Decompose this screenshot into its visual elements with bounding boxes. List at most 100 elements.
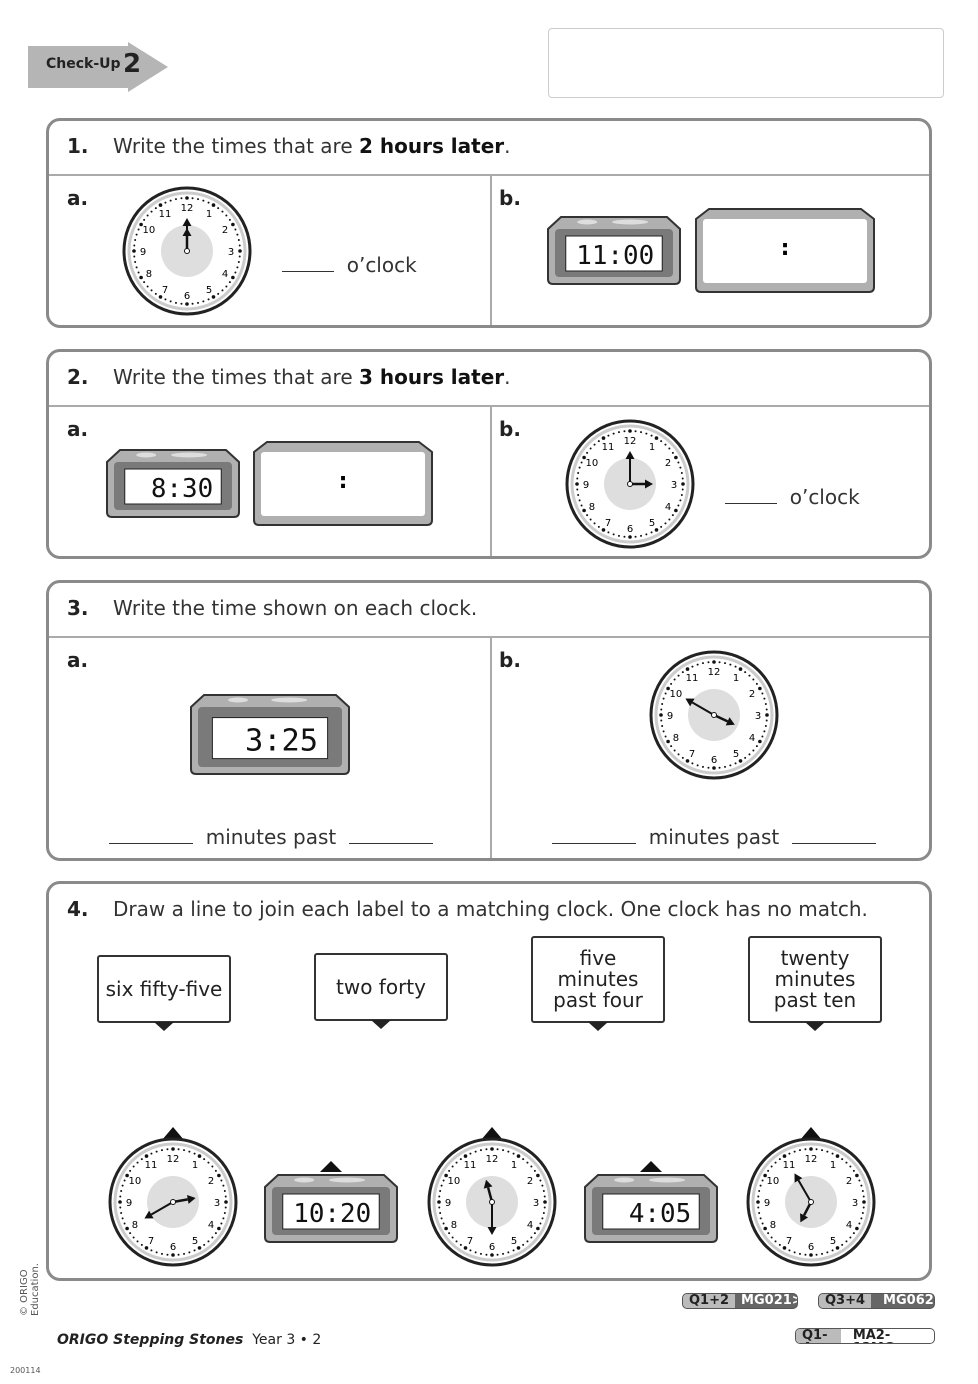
svg-text:6: 6 <box>170 1242 176 1253</box>
answer-digital-box[interactable]: : <box>253 440 433 526</box>
part-a-label: a. <box>67 648 89 672</box>
answer-oclock: o’clock <box>282 253 417 277</box>
svg-text:4: 4 <box>527 1220 533 1231</box>
digital-clock: 3:25 <box>190 693 350 775</box>
print-code: 200114 <box>10 1366 41 1375</box>
svg-text:8: 8 <box>451 1220 457 1231</box>
svg-text:11: 11 <box>159 209 172 220</box>
part-a-label: a. <box>67 417 89 441</box>
svg-text:3: 3 <box>671 480 677 491</box>
svg-text:5: 5 <box>733 749 739 760</box>
curriculum-pill: Q1-4MA2-13MG <box>795 1328 935 1344</box>
svg-text:11: 11 <box>686 673 699 684</box>
svg-text:11: 11 <box>464 1160 477 1171</box>
answer-blank-minutes[interactable] <box>109 843 193 844</box>
footer-brand: ORIGO Stepping Stones Year 3 • 2 <box>57 1332 322 1348</box>
svg-text:1: 1 <box>733 673 739 684</box>
svg-text:7: 7 <box>689 749 695 760</box>
digital-clock-option[interactable]: 4:05 <box>584 1161 718 1243</box>
part-a-label: a. <box>67 186 89 210</box>
svg-text:5: 5 <box>192 1236 198 1247</box>
svg-text:6: 6 <box>184 291 190 302</box>
answer-oclock: o’clock <box>725 485 860 509</box>
svg-text:9: 9 <box>764 1198 770 1209</box>
svg-text:11: 11 <box>145 1160 158 1171</box>
svg-text:9: 9 <box>667 711 673 722</box>
answer-blank[interactable] <box>282 271 334 272</box>
svg-text:8: 8 <box>770 1220 776 1231</box>
svg-text:2: 2 <box>665 458 671 469</box>
svg-text:12: 12 <box>624 436 637 447</box>
answer-blank-minutes[interactable] <box>552 843 636 844</box>
svg-text:12: 12 <box>486 1154 499 1165</box>
svg-text:1: 1 <box>206 209 212 220</box>
label-card[interactable]: twenty minutes past ten <box>748 936 882 1031</box>
svg-text:5: 5 <box>206 285 212 296</box>
svg-text:6: 6 <box>627 524 633 535</box>
tag-number: 2 <box>123 49 142 79</box>
question-number: 1. <box>67 134 89 158</box>
svg-text:7: 7 <box>467 1236 473 1247</box>
answer-blank[interactable] <box>725 503 777 504</box>
svg-text:12: 12 <box>167 1154 180 1165</box>
svg-text:10:20: 10:20 <box>293 1199 371 1229</box>
svg-text:2: 2 <box>846 1176 852 1187</box>
svg-text:12: 12 <box>181 203 194 214</box>
svg-text:1: 1 <box>830 1160 836 1171</box>
svg-text:4:05: 4:05 <box>629 1199 691 1229</box>
svg-text:8: 8 <box>132 1220 138 1231</box>
question-number: 2. <box>67 365 89 389</box>
question-text: Draw a line to join each label to a matc… <box>113 897 868 921</box>
svg-text:3: 3 <box>214 1198 220 1209</box>
svg-text:9: 9 <box>140 247 146 258</box>
check-up-tag: Check-Up 2 <box>28 42 168 92</box>
svg-text:7: 7 <box>786 1236 792 1247</box>
svg-text:1: 1 <box>649 442 655 453</box>
svg-text:12: 12 <box>708 667 721 678</box>
question-4: 4. Draw a line to join each label to a m… <box>46 881 932 1281</box>
svg-text:5: 5 <box>649 518 655 529</box>
svg-text:4: 4 <box>665 502 671 513</box>
svg-text:2: 2 <box>749 689 755 700</box>
svg-text:6: 6 <box>711 755 717 766</box>
svg-text:2: 2 <box>222 225 228 236</box>
question-2: 2. Write the times that are 3 hours late… <box>46 349 932 559</box>
answer-digital-box[interactable]: : <box>695 207 875 293</box>
label-card[interactable]: six fifty-five <box>97 955 231 1031</box>
part-b-label: b. <box>499 417 521 441</box>
svg-text:4: 4 <box>846 1220 852 1231</box>
label-card[interactable]: two forty <box>314 953 448 1029</box>
svg-text:4: 4 <box>749 733 755 744</box>
question-1: 1. Write the times that are 2 hours late… <box>46 118 932 328</box>
answer-blank-hour[interactable] <box>791 843 876 844</box>
tag-label: Check-Up <box>46 56 121 72</box>
svg-text:1: 1 <box>511 1160 517 1171</box>
svg-text:7: 7 <box>605 518 611 529</box>
answer-blank-hour[interactable] <box>348 843 433 844</box>
svg-text:5: 5 <box>830 1236 836 1247</box>
svg-text:8: 8 <box>146 269 152 280</box>
part-b-label: b. <box>499 186 521 210</box>
arrow-icon <box>28 42 168 92</box>
svg-text:11:00: 11:00 <box>576 241 654 271</box>
label-card[interactable]: five minutes past four <box>531 936 665 1031</box>
svg-text:8:30: 8:30 <box>151 474 213 504</box>
svg-text:3: 3 <box>852 1198 858 1209</box>
copyright: © ORIGO Education. <box>19 1263 41 1316</box>
svg-text:7: 7 <box>162 285 168 296</box>
svg-text:6: 6 <box>489 1242 495 1253</box>
svg-text:3: 3 <box>533 1198 539 1209</box>
svg-text:10: 10 <box>448 1176 461 1187</box>
question-3: 3. Write the time shown on each clock. a… <box>46 580 932 861</box>
digital-clock-option[interactable]: 10:20 <box>264 1161 398 1243</box>
name-box[interactable] <box>548 28 944 98</box>
svg-text::: : <box>339 469 348 494</box>
svg-text:2: 2 <box>208 1176 214 1187</box>
